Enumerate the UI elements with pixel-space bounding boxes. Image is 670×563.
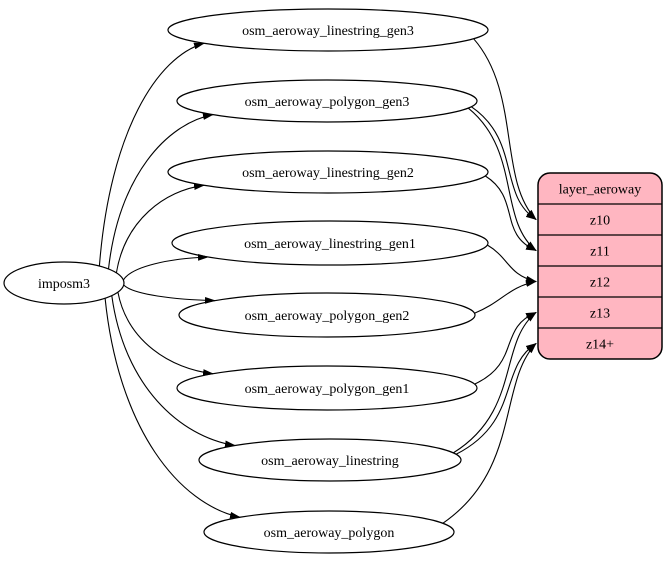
edge-osm_aeroway_linestring_gen1-to-z12 <box>487 244 537 283</box>
node-label-osm_aeroway_polygon_gen1: osm_aeroway_polygon_gen1 <box>245 382 410 397</box>
table-row-label-z12: z12 <box>590 276 610 291</box>
node-osm_aeroway_linestring_gen1: osm_aeroway_linestring_gen1 <box>171 220 489 266</box>
edge-osm_aeroway_linestring_gen2-to-z11 <box>484 175 537 252</box>
edge-osm_aeroway_polygon-to-z14+ <box>442 342 537 524</box>
edge-imposm3-to-osm_aeroway_linestring_gen2 <box>115 183 205 273</box>
node-ellipse-imposm3 <box>3 261 125 305</box>
table-row-label-z11: z11 <box>590 245 610 260</box>
node-ellipse-osm_aeroway_linestring_gen2 <box>167 150 489 194</box>
edge-imposm3-to-osm_aeroway_linestring_gen3 <box>98 42 205 267</box>
table-header-label: layer_aeroway <box>559 183 641 198</box>
edge-imposm3-to-osm_aeroway_linestring_gen1 <box>122 253 209 281</box>
node-osm_aeroway_linestring: osm_aeroway_linestring <box>198 438 462 482</box>
node-label-osm_aeroway_linestring: osm_aeroway_linestring <box>261 454 399 469</box>
node-imposm3: imposm3 <box>3 261 125 305</box>
table-row-label-z10: z10 <box>590 214 610 229</box>
table-node-layer_aeroway: layer_aeroway z10 z11 z12 z13 z14+ <box>537 172 663 360</box>
node-label-osm_aeroway_linestring_gen1: osm_aeroway_linestring_gen1 <box>244 237 416 252</box>
node-ellipse-osm_aeroway_polygon_gen1 <box>176 365 478 411</box>
node-osm_aeroway_polygon_gen1: osm_aeroway_polygon_gen1 <box>176 365 478 411</box>
edge-osm_aeroway_polygon_gen3-to-z11 <box>467 107 537 252</box>
table-row-label-z14+: z14+ <box>586 338 614 353</box>
edge-imposm3-to-osm_aeroway_polygon_gen2 <box>123 284 216 304</box>
edge-osm_aeroway_polygon_gen2-to-z12 <box>474 280 537 314</box>
edge-imposm3-to-osm_aeroway_polygon <box>104 298 241 519</box>
table-row-label-z13: z13 <box>590 307 610 322</box>
edge-osm_aeroway_linestring_gen3-to-z10 <box>473 38 537 221</box>
edge-imposm3-to-osm_aeroway_polygon_gen1 <box>117 292 214 376</box>
node-osm_aeroway_polygon_gen3: osm_aeroway_polygon_gen3 <box>176 79 478 123</box>
node-osm_aeroway_linestring_gen2: osm_aeroway_linestring_gen2 <box>167 150 489 194</box>
node-osm_aeroway_polygon_gen2: osm_aeroway_polygon_gen2 <box>178 292 476 338</box>
node-label-osm_aeroway_linestring_gen2: osm_aeroway_linestring_gen2 <box>242 166 414 181</box>
node-label-osm_aeroway_polygon_gen3: osm_aeroway_polygon_gen3 <box>245 95 410 110</box>
edge-imposm3-to-osm_aeroway_linestring <box>111 295 236 448</box>
node-osm_aeroway_linestring_gen3: osm_aeroway_linestring_gen3 <box>167 8 489 52</box>
node-ellipse-osm_aeroway_linestring_gen3 <box>167 8 489 52</box>
node-ellipse-osm_aeroway_linestring <box>198 438 462 482</box>
edge-osm_aeroway_linestring-to-z14+ <box>455 342 537 455</box>
edge-osm_aeroway_polygon_gen3-to-z10 <box>470 106 537 221</box>
node-ellipse-osm_aeroway_linestring_gen1 <box>171 220 489 266</box>
edge-osm_aeroway_linestring-to-z13 <box>453 311 537 454</box>
node-label-imposm3: imposm3 <box>38 277 90 292</box>
node-ellipse-osm_aeroway_polygon_gen3 <box>176 79 478 123</box>
node-label-osm_aeroway_linestring_gen3: osm_aeroway_linestring_gen3 <box>242 24 414 39</box>
node-ellipse-osm_aeroway_polygon_gen2 <box>178 292 476 338</box>
edge-imposm3-to-osm_aeroway_polygon_gen3 <box>107 113 214 269</box>
node-ellipse-osm_aeroway_polygon <box>203 510 455 554</box>
node-label-osm_aeroway_polygon: osm_aeroway_polygon <box>264 526 395 541</box>
node-osm_aeroway_polygon: osm_aeroway_polygon <box>203 510 455 554</box>
edge-osm_aeroway_polygon_gen1-to-z13 <box>474 311 537 385</box>
node-label-osm_aeroway_polygon_gen2: osm_aeroway_polygon_gen2 <box>245 309 410 324</box>
